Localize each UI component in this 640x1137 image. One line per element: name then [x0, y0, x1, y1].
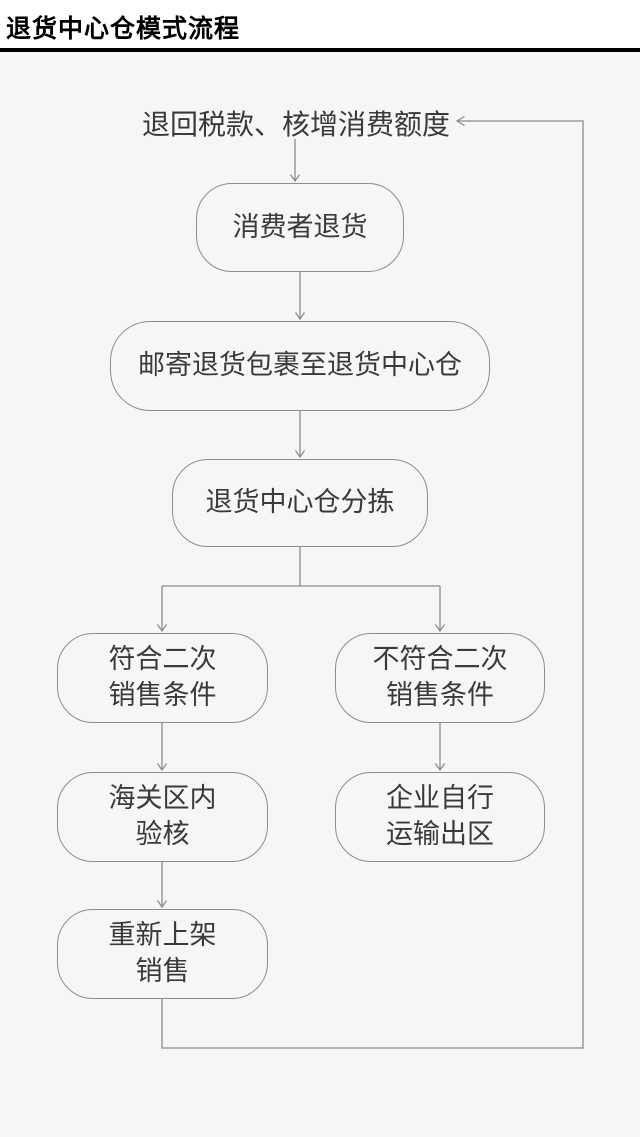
arrow-customs-to-relist [156, 862, 168, 909]
arrow-meets-to-customs [156, 723, 168, 772]
node-warehouse-sorting: 退货中心仓分拣 [172, 459, 428, 547]
arrow-notmeets-to-transport [434, 723, 446, 772]
node-customs-check: 海关区内 验核 [57, 772, 268, 862]
node-consumer-return: 消费者退货 [196, 183, 404, 272]
node-enterprise-transport: 企业自行 运输出区 [335, 772, 545, 862]
page-title: 退货中心仓模式流程 [6, 15, 241, 43]
arrow-label-to-consumer [289, 139, 301, 183]
split-connector [156, 547, 446, 633]
node-mail-package: 邮寄退货包裹至退货中心仓 [110, 321, 490, 411]
arrow-consumer-to-mail [294, 272, 306, 321]
node-relist-sale: 重新上架 销售 [57, 909, 268, 999]
feedback-loop-connector [161, 115, 584, 1049]
feedback-label: 退回税款、核增消费额度 [142, 109, 451, 140]
arrow-mail-to-sorting [294, 411, 306, 459]
title-bar: 退货中心仓模式流程 [0, 0, 640, 52]
node-meets-resale: 符合二次 销售条件 [57, 633, 268, 723]
node-not-meets-resale: 不符合二次 销售条件 [335, 633, 545, 723]
